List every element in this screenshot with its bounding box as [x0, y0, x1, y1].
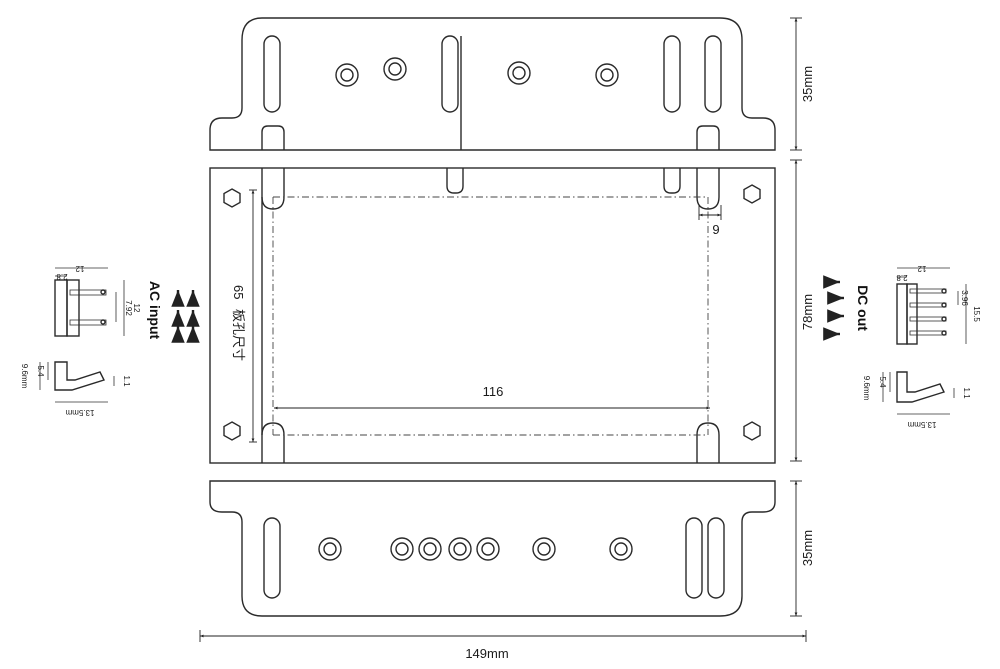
ac-dim-5.4: 5.4: [36, 365, 45, 377]
hole-icon: [476, 537, 500, 561]
ac-input-arrows-icon: [171, 290, 200, 343]
ac-dim-13.5mm: 13.5mm: [65, 408, 94, 417]
hex-nut-icon: [743, 421, 761, 441]
hole-icon: [609, 537, 633, 561]
top-bracket: [209, 17, 776, 151]
hole-icon: [448, 537, 472, 561]
dc-dim-2.8: 2.8: [896, 273, 908, 282]
dc-dim-13.5mm: 13.5mm: [907, 420, 936, 429]
bottom-height-label: 35mm: [800, 530, 815, 566]
dc-dim-9.6mm: 9.6mm: [862, 376, 871, 401]
total-width-label: 149mm: [465, 646, 508, 661]
ac-dim-12-top: 12: [75, 264, 84, 273]
dc-out-connector: [882, 267, 967, 415]
ac-input-connector: [39, 267, 125, 403]
ac-dim-12-side: 12: [132, 304, 141, 313]
dc-out-title: DC out: [855, 285, 871, 331]
right-dimension-lines: [790, 17, 802, 617]
dc-dim-12: 12: [917, 264, 926, 273]
ac-dim-7.92: 7.92: [124, 300, 133, 316]
slot-9-label: 9: [712, 222, 719, 237]
hole-icon: [507, 61, 531, 85]
ac-input-title: AC input: [147, 281, 163, 340]
width-116-label: 116: [483, 384, 504, 399]
ac-dim-2.8: 2.8: [56, 272, 68, 281]
hex-nut-icon: [223, 421, 241, 441]
hole-icon: [318, 537, 342, 561]
hole-size-label: 板孔尺寸: [231, 309, 246, 361]
hex-nut-icon: [223, 188, 241, 208]
dc-dim-1.1: 1.1: [962, 387, 971, 399]
hole-icon: [390, 537, 414, 561]
frame-height-label: 78mm: [800, 294, 815, 330]
middle-frame: [209, 167, 776, 464]
height-65-label: 65: [231, 285, 246, 299]
hex-nut-icon: [743, 184, 761, 204]
ac-dim-9.6mm: 9.6mm: [20, 364, 29, 389]
hole-icon: [418, 537, 442, 561]
dc-out-arrows-icon: [823, 275, 844, 341]
ac-dim-1.1: 1.1: [122, 375, 131, 387]
dc-dim-3.96: 3.96: [960, 290, 969, 306]
hole-icon: [335, 63, 359, 87]
bottom-bracket: [209, 480, 776, 617]
hole-icon: [595, 63, 619, 87]
hole-icon: [532, 537, 556, 561]
hole-icon: [383, 57, 407, 81]
dc-dim-5.4: 5.4: [878, 376, 887, 388]
dc-dim-15.5: 15.5: [972, 306, 981, 322]
top-height-label: 35mm: [800, 66, 815, 102]
